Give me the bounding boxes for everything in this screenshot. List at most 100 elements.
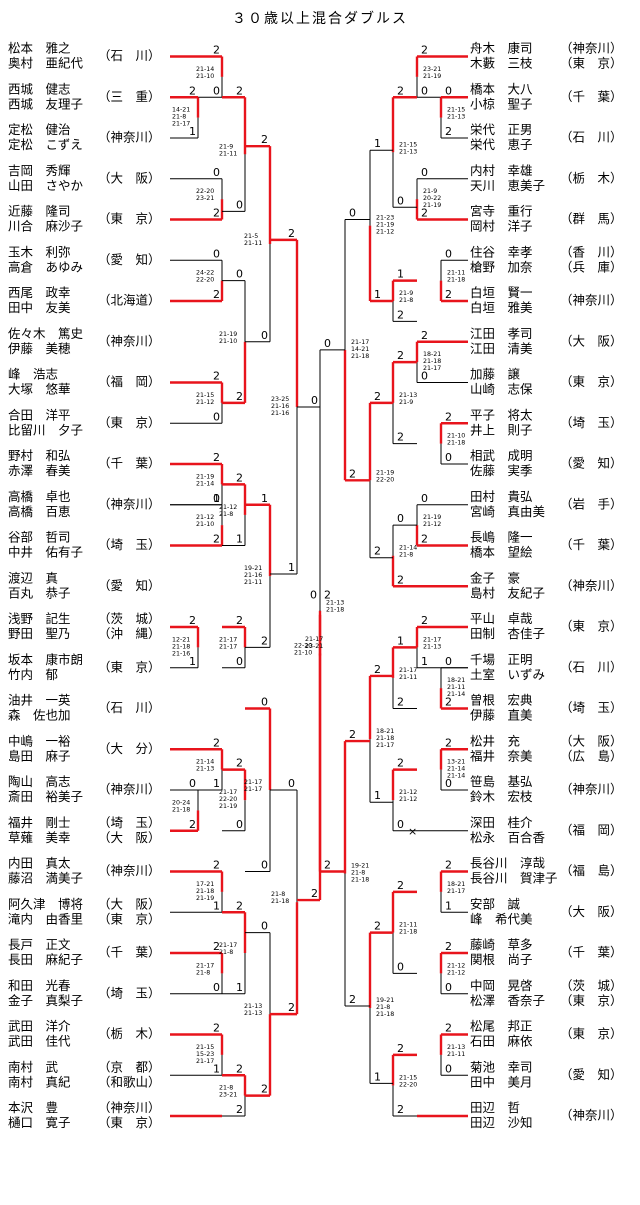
set-score: 0 <box>261 920 268 933</box>
set-score: 2 <box>236 757 243 770</box>
game-score: 21-18 <box>447 277 465 284</box>
set-score: 0 <box>261 859 268 872</box>
set-score: 0 <box>261 329 268 342</box>
game-score: 21-13 <box>196 766 214 773</box>
prefecture-label: （大 阪） <box>560 904 623 919</box>
game-score: 21-13 <box>447 1044 465 1051</box>
set-score: 0 <box>324 337 331 350</box>
prefecture-label: （東 京） <box>98 415 161 430</box>
game-score: 21-12 <box>376 229 394 236</box>
set-score: 0 <box>445 1062 452 1075</box>
partner-name: 樋口 寛子 <box>8 1115 71 1130</box>
prefecture-label: （大 分） <box>98 741 161 756</box>
player-name: 田辺 哲 <box>470 1100 520 1115</box>
player-name: 中岡 晃啓 <box>470 978 533 993</box>
set-score: 0 <box>421 492 428 505</box>
set-score: 2 <box>374 663 381 676</box>
game-score: 21-19 <box>196 895 214 902</box>
set-score: 2 <box>397 879 404 892</box>
prefecture-label: （東 京） <box>560 374 623 389</box>
prefecture-label: （神奈川） <box>98 1100 161 1115</box>
partner-name: 白垣 雅美 <box>470 300 533 315</box>
game-score: 21-17 <box>244 786 262 793</box>
player-name: 松本 雅之 <box>8 41 71 56</box>
game-score: 21-16 <box>271 403 289 410</box>
set-score: 2 <box>213 533 220 546</box>
player-name: 福井 剛士 <box>8 815 71 830</box>
game-score: 21-18 <box>376 1011 394 1018</box>
player-name: 田村 貴弘 <box>470 489 533 504</box>
player-name: 佐々木 篤史 <box>8 326 84 341</box>
partner-name: 草薙 美幸 <box>8 830 71 845</box>
set-score: 0 <box>397 512 404 525</box>
game-score: 21-15 <box>399 1074 417 1081</box>
game-score: 18-21 <box>376 728 394 735</box>
player-name: 藤崎 草多 <box>470 937 533 952</box>
set-score: 1 <box>445 899 452 912</box>
partner-name: 斎田 裕美子 <box>8 789 83 804</box>
prefecture-label: （愛 知） <box>560 1067 623 1082</box>
set-score: 1 <box>374 789 381 802</box>
game-score: 15-23 <box>196 1051 214 1058</box>
player-name: 長嶋 隆一 <box>470 530 533 545</box>
player-name: 栄代 正男 <box>470 122 533 137</box>
game-score: 21-13 <box>244 1010 262 1017</box>
game-score: 21-17 <box>423 636 441 643</box>
partner-name: 関根 尚子 <box>470 952 533 967</box>
game-score: 21-17 <box>305 636 323 643</box>
player-name: 相武 成明 <box>470 448 533 463</box>
player-name: 宮寺 重行 <box>470 204 533 219</box>
set-score: 0 <box>397 194 404 207</box>
game-score: 14-21 <box>351 346 369 353</box>
prefecture-label: （埼 玉） <box>560 700 623 715</box>
partner-name: 竹内 郁 <box>8 667 58 682</box>
game-score: 22-20 <box>376 476 394 483</box>
prefecture-label: （石 川） <box>560 130 623 145</box>
game-score: 21-12 <box>219 504 237 511</box>
game-score: 21-13 <box>399 148 417 155</box>
set-score: 0 <box>213 166 220 179</box>
set-score: 1 <box>213 899 220 912</box>
set-score: 1 <box>189 125 196 138</box>
set-score: 2 <box>445 736 452 749</box>
game-score: 21-17 <box>219 643 237 650</box>
prefecture-label: （北海道） <box>98 293 161 308</box>
partner-name: 天川 恵美子 <box>470 178 545 193</box>
game-score: 21-10 <box>196 521 214 528</box>
set-score: 2 <box>213 451 220 464</box>
set-score: 2 <box>397 1042 404 1055</box>
game-score: 21-11 <box>447 270 465 277</box>
set-score: 0 <box>213 981 220 994</box>
partner-name: 西城 友理子 <box>8 96 83 111</box>
player-name: 平子 将太 <box>470 407 533 422</box>
game-score: 21-8 <box>219 949 233 956</box>
game-score: 21-17 <box>399 667 417 674</box>
player-name: 加藤 譲 <box>470 367 521 382</box>
partner-name: 栄代 恵子 <box>470 137 533 152</box>
set-score: 2 <box>349 728 356 741</box>
prefecture-label: （神奈川） <box>98 333 161 348</box>
game-score: 21-8 <box>196 969 210 976</box>
player-name: 平山 卓哉 <box>470 611 533 626</box>
partner-name: 野田 聖乃 <box>8 626 71 641</box>
game-score: 21-17 <box>244 779 262 786</box>
game-score: 21-13 <box>244 1003 262 1010</box>
game-score: 22-20 <box>196 188 214 195</box>
set-score: 0 <box>397 818 404 831</box>
set-score: 0 <box>421 370 428 383</box>
player-name: 長戸 正文 <box>8 937 71 952</box>
player-name: 松井 充 <box>470 733 520 748</box>
game-score: 23-21 <box>219 1092 237 1099</box>
prefecture-label: （埼 玉） <box>98 537 161 552</box>
set-score: 1 <box>213 1062 220 1075</box>
game-score: 21-9 <box>423 188 437 195</box>
prefecture-label: （群 馬） <box>560 211 623 226</box>
game-score: 22-20 <box>294 642 312 649</box>
game-score: 21-12 <box>423 521 441 528</box>
prefecture-label: （東 京） <box>560 56 623 71</box>
game-score: 21-15 <box>447 107 465 114</box>
game-score: 24-22 <box>196 270 214 277</box>
game-score: 22-20 <box>399 1081 417 1088</box>
set-score: 2 <box>288 227 295 240</box>
prefecture-label: （大 阪） <box>98 170 161 185</box>
